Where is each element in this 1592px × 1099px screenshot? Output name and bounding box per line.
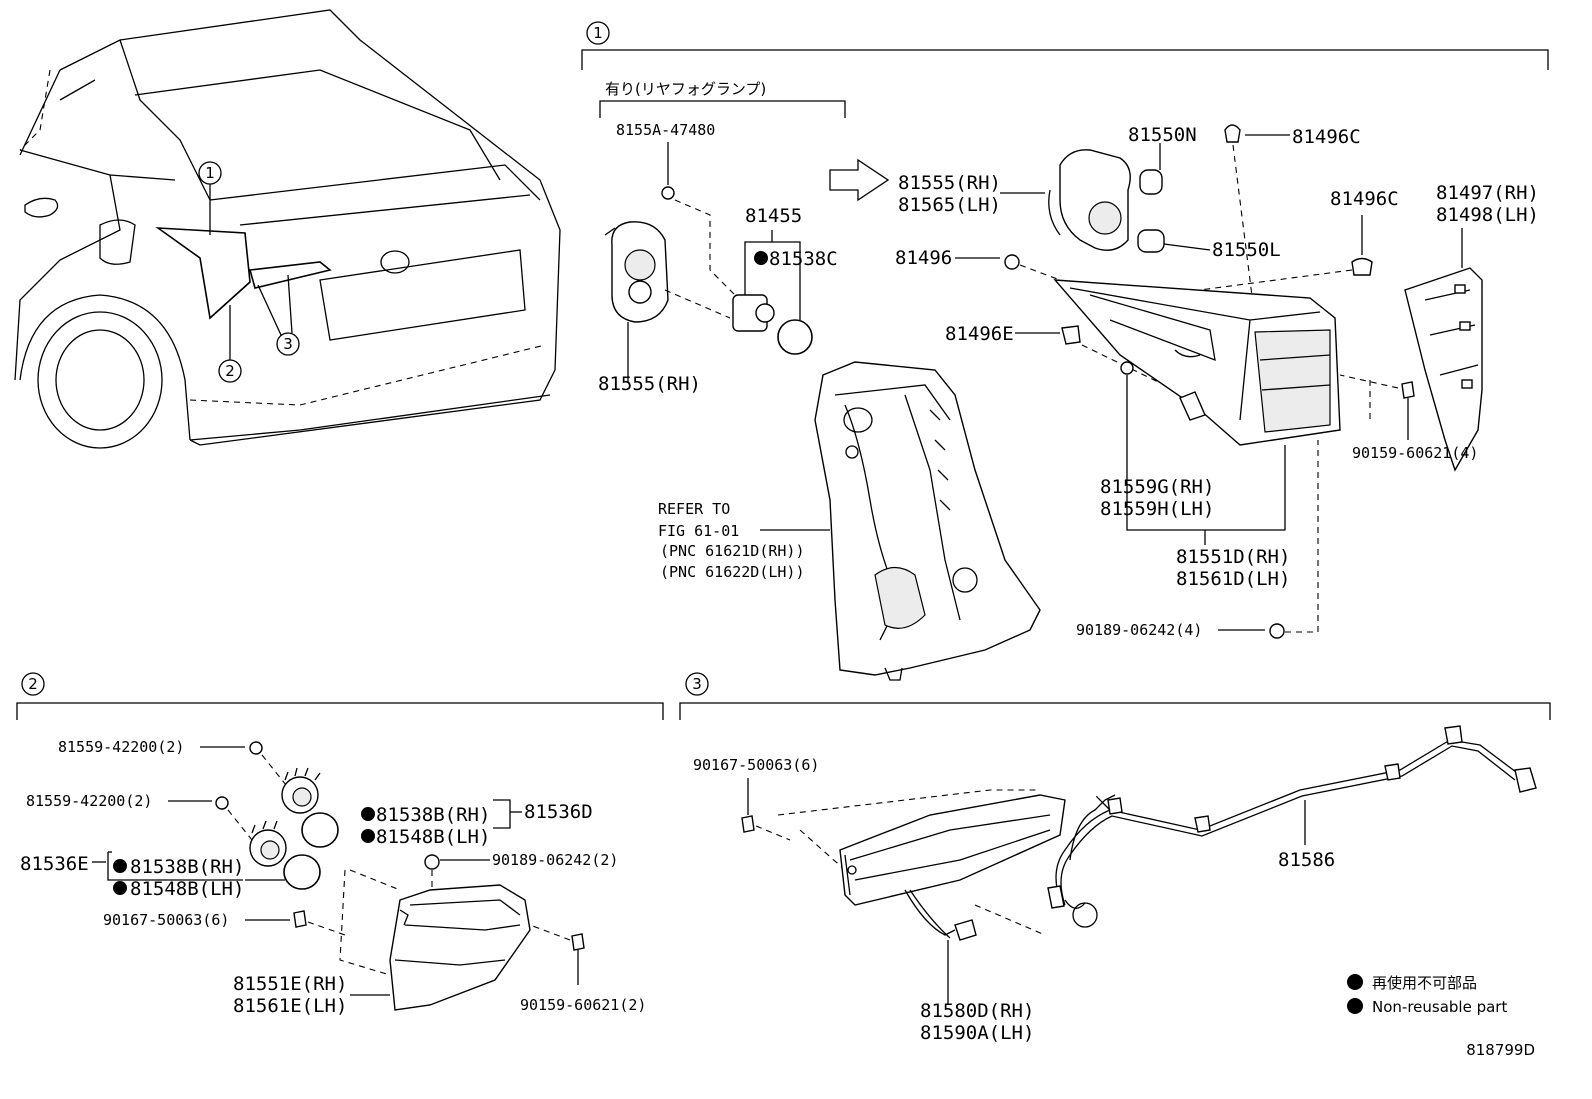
part-81565-lh: 81565(LH) <box>898 194 1001 216</box>
part-81561D-lh: 81561D(LH) <box>1176 568 1290 590</box>
part-81550N: 81550N <box>1128 124 1197 146</box>
part-90189-06242-4: 90189-06242(4) <box>1076 621 1202 639</box>
part-81496: 81496 <box>895 247 952 269</box>
part-81561E-lh: 81561E(LH) <box>233 995 347 1017</box>
non-reusable-mark <box>113 859 127 873</box>
non-reusable-mark <box>754 251 768 265</box>
section-callout-1: 1 <box>593 24 603 42</box>
part-81497-rh: 81497(RH) <box>1436 182 1539 204</box>
part-81559G-rh: 81559G(RH) <box>1100 476 1214 498</box>
part-81548B-lh-a: 81548B(LH) <box>376 826 490 848</box>
part-81498-lh: 81498(LH) <box>1436 204 1539 226</box>
part-81548B-lh-b: 81548B(LH) <box>130 878 244 900</box>
non-reusable-mark <box>361 829 375 843</box>
part-81536E: 81536E <box>20 853 89 875</box>
part-81551E-rh: 81551E(RH) <box>233 973 347 995</box>
car-callout-3: 3 <box>283 335 293 353</box>
part-81586: 81586 <box>1278 849 1335 871</box>
part-81551D-rh: 81551D(RH) <box>1176 546 1290 568</box>
fog-lamp-option-label: 有り(リヤフォグランプ) <box>605 80 766 98</box>
part-81496C-a: 81496C <box>1292 126 1361 148</box>
section-1: 1 有り(リヤフォグランプ) 8155A-47480 81555(RH) 814… <box>581 21 1549 681</box>
section-callout-2: 2 <box>28 675 38 693</box>
part-81538C: 81538C <box>769 248 838 270</box>
part-81536D: 81536D <box>524 801 593 823</box>
part-81559H-lh: 81559H(LH) <box>1100 498 1214 520</box>
non-reusable-mark <box>361 807 375 821</box>
car-callout-1: 1 <box>205 164 215 182</box>
non-reusable-mark-legend <box>1347 974 1363 990</box>
non-reusable-mark <box>113 881 127 895</box>
part-90159-60621-2: 90159-60621(2) <box>520 996 646 1014</box>
figure-code: 818799D <box>1466 1041 1535 1059</box>
part-90189-06242-2: 90189-06242(2) <box>492 851 618 869</box>
legend: 再使用不可部品 Non-reusable part <box>1347 974 1507 1016</box>
part-81555-rh-small: 81555(RH) <box>598 373 701 395</box>
non-reusable-mark-legend <box>1347 998 1363 1014</box>
section-callout-3: 3 <box>692 675 702 693</box>
section-3: 3 90167-50063(6) 81580D(RH) 81590A(LH) <box>679 672 1551 1044</box>
part-81496E: 81496E <box>945 323 1014 345</box>
part-81550L: 81550L <box>1212 239 1281 261</box>
part-81590A-lh: 81590A(LH) <box>920 1022 1034 1044</box>
legend-jp: 再使用不可部品 <box>1372 974 1477 992</box>
part-81496C-b: 81496C <box>1330 188 1399 210</box>
part-81538B-rh-a: 81538B(RH) <box>376 804 490 826</box>
part-81559-42200-a: 81559-42200(2) <box>58 738 184 756</box>
part-8155A-47480: 8155A-47480 <box>616 121 715 139</box>
car-callout-2: 2 <box>225 362 235 380</box>
pnc-lh: (PNC 61622D(LH)) <box>660 563 805 581</box>
part-81455: 81455 <box>745 205 802 227</box>
part-81580D-rh: 81580D(RH) <box>920 1000 1034 1022</box>
pnc-rh: (PNC 61621D(RH)) <box>660 542 805 560</box>
part-90167-50063-6-b: 90167-50063(6) <box>693 756 819 774</box>
refer-to-label: REFER TO <box>658 500 730 518</box>
part-81555-rh: 81555(RH) <box>898 172 1001 194</box>
part-90159-60621-4: 90159-60621(4) <box>1352 444 1478 462</box>
legend-en: Non-reusable part <box>1372 998 1507 1016</box>
fig-reference: FIG 61-01 <box>658 522 739 540</box>
part-90167-50063-6-a: 90167-50063(6) <box>103 911 229 929</box>
section-2: 2 81559-42200(2) 81559-42200(2) 81538B(R… <box>16 672 664 1017</box>
part-81559-42200-b: 81559-42200(2) <box>26 792 152 810</box>
car-overview: 1 2 3 <box>14 9 561 449</box>
part-81538B-rh-b: 81538B(RH) <box>130 856 244 878</box>
